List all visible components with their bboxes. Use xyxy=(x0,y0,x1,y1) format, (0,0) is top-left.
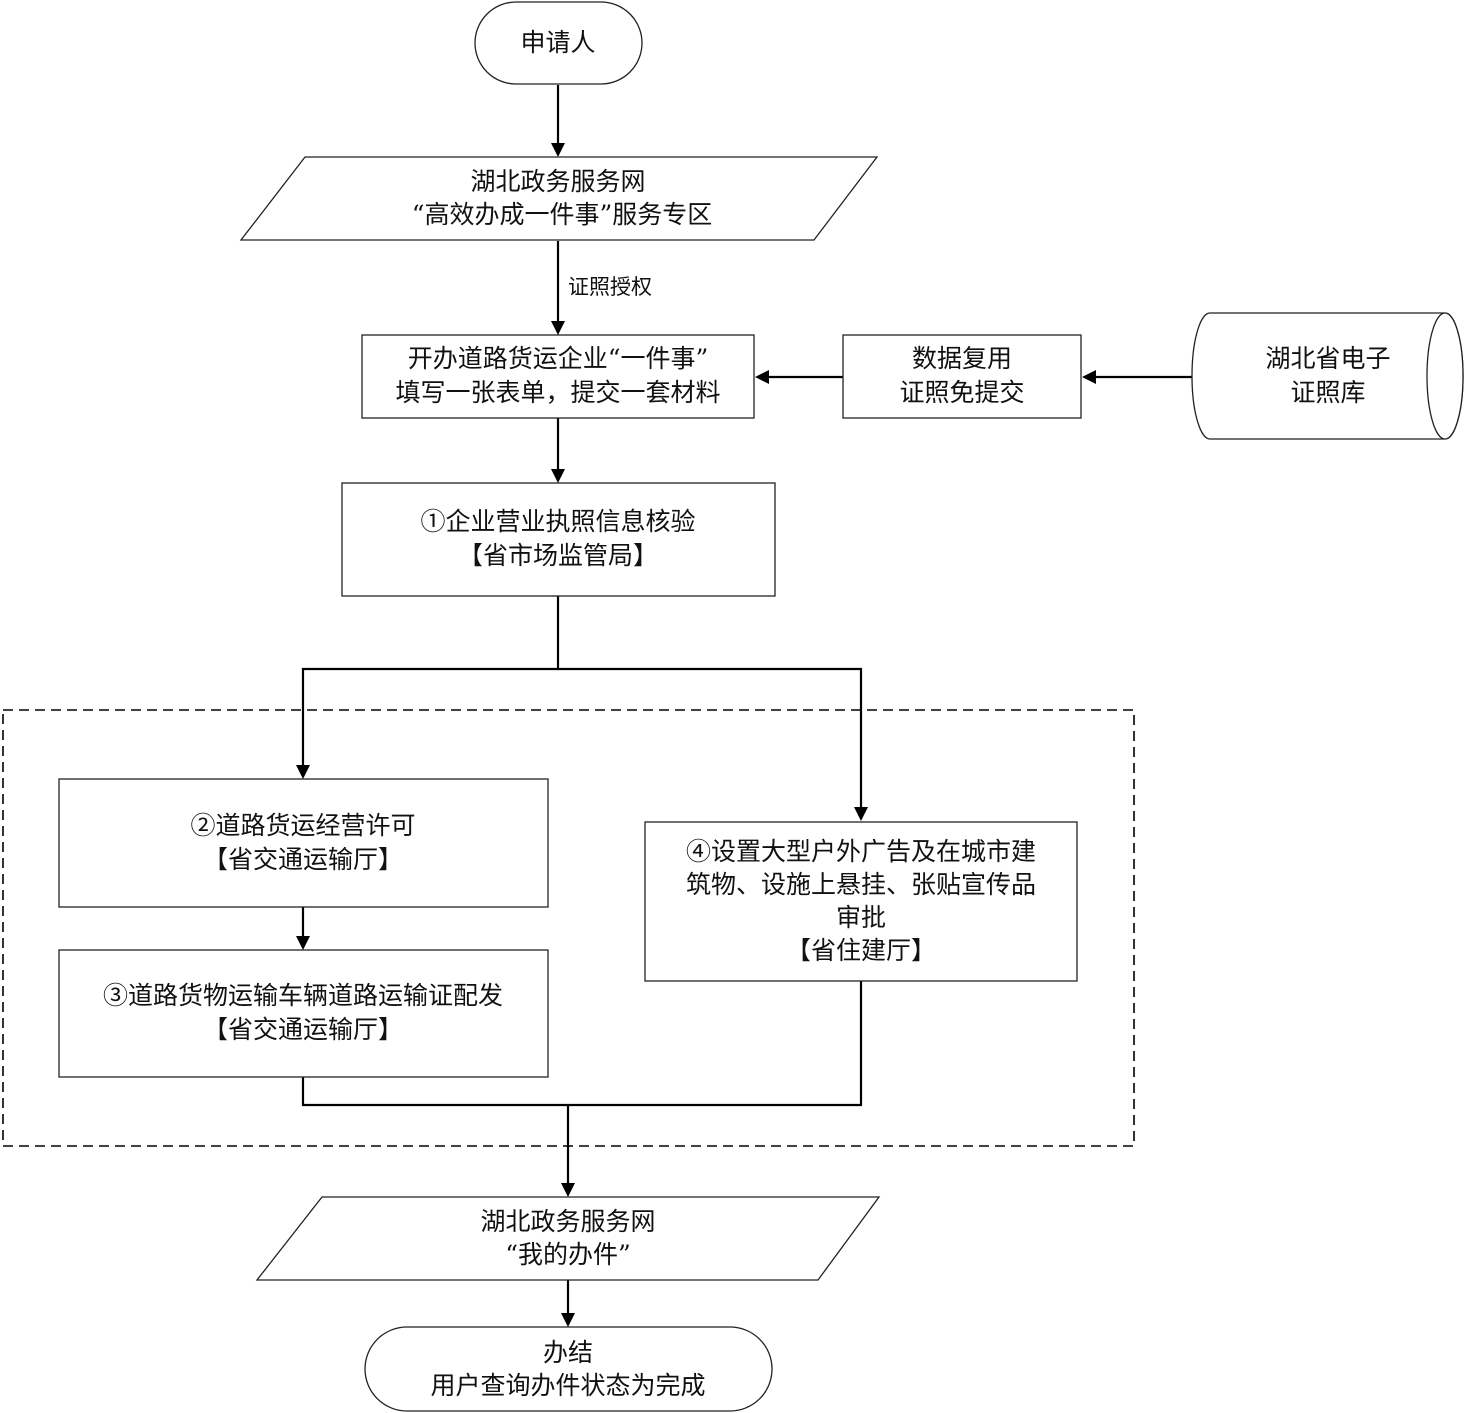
node-step4-line1: ④设置大型户外广告及在城市建 xyxy=(686,837,1036,866)
node-my-cases[interactable]: 湖北政务服务网 “我的办件” xyxy=(255,1196,881,1281)
node-finish-line2: 用户查询办件状态为完成 xyxy=(430,1371,705,1400)
node-my-cases-line1: 湖北政务服务网 xyxy=(480,1207,655,1236)
node-step4[interactable]: ④设置大型户外广告及在城市建 筑物、设施上悬挂、张贴宣传品 审批 【省住建厅】 xyxy=(644,821,1078,982)
node-step1-line2: 【省市场监管局】 xyxy=(458,541,658,570)
node-step2-line1: ②道路货运经营许可 xyxy=(190,811,415,840)
arrowhead xyxy=(551,321,565,335)
node-finish[interactable]: 办结 用户查询办件状态为完成 xyxy=(364,1326,773,1412)
node-step3-line1: ③道路货物运输车辆道路运输证配发 xyxy=(103,981,503,1010)
node-my-cases-line2: “我的办件” xyxy=(505,1240,631,1269)
edge-step1-to-step2 xyxy=(301,596,560,766)
arrowhead xyxy=(854,807,868,821)
node-step1-line1: ①企业营业执照信息核验 xyxy=(420,507,695,536)
node-data-reuse-line1: 数据复用 xyxy=(912,344,1012,373)
edge-merge-steps xyxy=(301,981,863,1107)
node-step4-line3: 审批 xyxy=(836,903,886,932)
node-license-db[interactable]: 湖北省电子 证照库 xyxy=(1191,312,1464,440)
edge-label-authorization: 证照授权 xyxy=(568,275,652,299)
arrowhead xyxy=(296,936,310,950)
node-portal-zone[interactable]: 湖北政务服务网 “高效办成一件事”服务专区 xyxy=(239,156,879,241)
arrowhead xyxy=(296,765,310,779)
arrowhead xyxy=(1082,370,1096,384)
node-finish-line1: 办结 xyxy=(543,1338,593,1367)
node-portal-zone-line1: 湖北政务服务网 xyxy=(470,167,645,196)
node-step4-line4: 【省住建厅】 xyxy=(786,936,936,965)
node-step4-line2: 筑物、设施上悬挂、张贴宣传品 xyxy=(686,870,1036,899)
node-applicant-label: 申请人 xyxy=(520,28,595,57)
node-step3-line2: 【省交通运输厅】 xyxy=(203,1015,403,1044)
edge-step1-to-step4 xyxy=(558,667,863,808)
node-step2-line2: 【省交通运输厅】 xyxy=(203,845,403,874)
node-form-submit-line1: 开办道路货运企业“一件事” xyxy=(408,344,709,373)
arrowhead xyxy=(755,370,769,384)
arrowhead xyxy=(551,143,565,157)
connectors xyxy=(296,85,1193,1327)
node-form-submit[interactable]: 开办道路货运企业“一件事” 填写一张表单，提交一套材料 xyxy=(361,334,755,419)
node-license-db-line2: 证照库 xyxy=(1290,378,1365,407)
node-data-reuse[interactable]: 数据复用 证照免提交 xyxy=(842,334,1082,419)
node-applicant[interactable]: 申请人 xyxy=(474,1,643,85)
node-step3[interactable]: ③道路货物运输车辆道路运输证配发 【省交通运输厅】 xyxy=(58,949,549,1078)
arrowhead xyxy=(551,469,565,483)
node-data-reuse-line2: 证照免提交 xyxy=(899,378,1024,407)
arrowhead xyxy=(561,1183,575,1197)
node-step2[interactable]: ②道路货运经营许可 【省交通运输厅】 xyxy=(58,778,549,908)
node-portal-zone-line2: “高效办成一件事”服务专区 xyxy=(412,200,713,229)
node-form-submit-line2: 填写一张表单，提交一套材料 xyxy=(395,378,720,407)
arrowhead xyxy=(561,1313,575,1327)
node-license-db-line1: 湖北省电子 xyxy=(1265,344,1390,373)
node-step1[interactable]: ①企业营业执照信息核验 【省市场监管局】 xyxy=(341,482,776,597)
